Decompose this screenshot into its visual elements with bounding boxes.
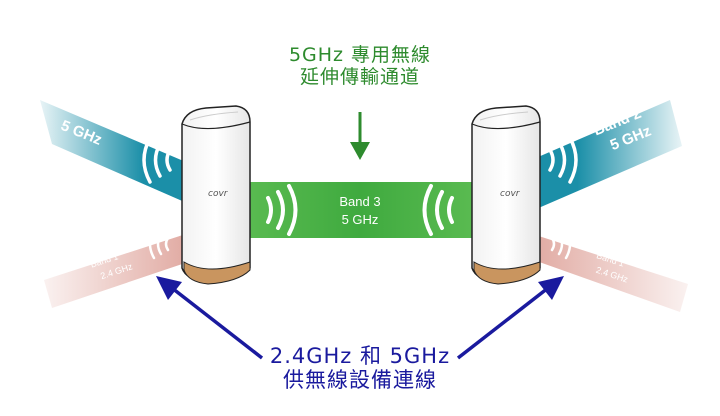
router-right-logo: covr [500, 189, 521, 199]
router-left-logo: covr [208, 189, 229, 199]
bottom-annotation: 2.4GHz 和 5GHz 供無線設備連線 [220, 344, 500, 392]
band2-beam-right [508, 100, 682, 216]
wifi-waves-icon [148, 228, 170, 260]
band3-beam [198, 182, 522, 238]
bottom-annotation-line2: 供無線設備連線 [283, 368, 437, 392]
wifi-waves-icon [142, 136, 172, 184]
band2-beam-left [40, 100, 212, 214]
wifi-waves-icon [548, 136, 578, 184]
wifi-waves-icon [266, 184, 298, 236]
wifi-waves-icon [422, 184, 454, 236]
top-annotation-line2: 延伸傳輸通道 [299, 66, 420, 88]
arrow-up-left-icon [156, 276, 264, 360]
router-right: covr [471, 105, 541, 285]
band3-freq: 5 GHz [342, 212, 379, 227]
wifi-waves-icon [550, 228, 572, 260]
router-left: covr [181, 105, 251, 285]
top-annotation-line1: 5GHz 專用無線 [288, 44, 432, 66]
band1-beam-left [44, 232, 200, 308]
arrow-down-icon [350, 112, 370, 160]
top-annotation: 5GHz 專用無線 延伸傳輸通道 [250, 44, 470, 88]
bottom-annotation-line1: 2.4GHz 和 5GHz [269, 344, 451, 368]
arrow-up-right-icon [456, 276, 564, 360]
band3-label: Band 3 [339, 194, 380, 209]
